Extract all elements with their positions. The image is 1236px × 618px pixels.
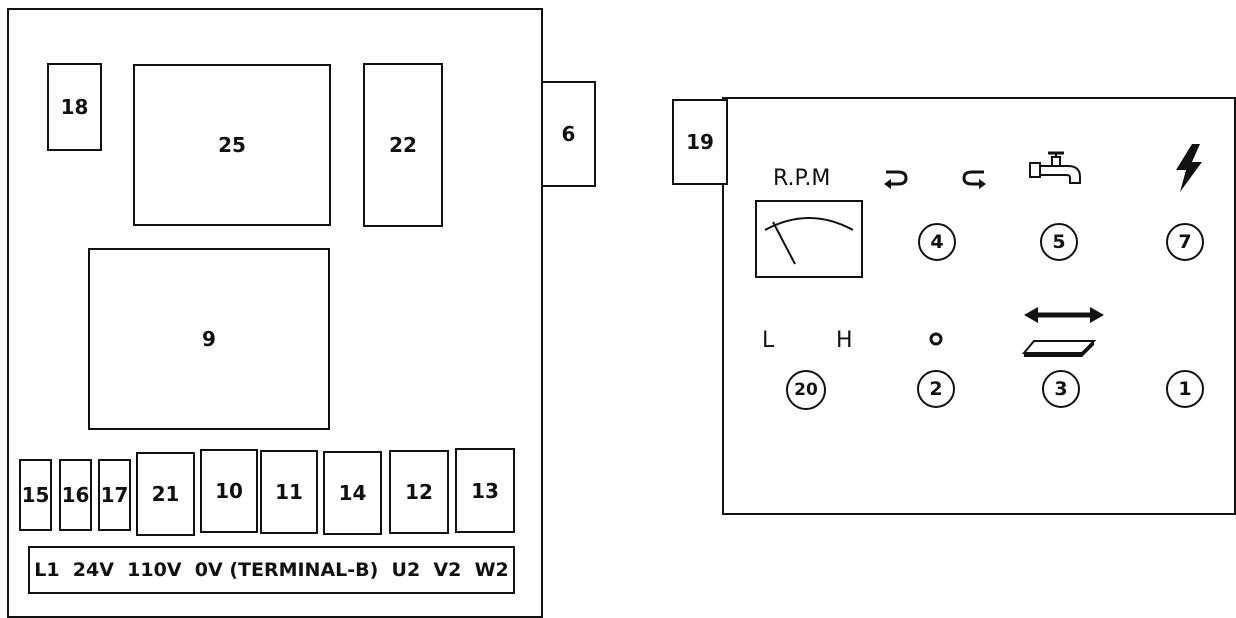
component-6: 6	[541, 81, 596, 187]
high-label: H	[836, 328, 853, 353]
component-13: 13	[455, 448, 515, 533]
component-22: 22	[363, 63, 443, 227]
table-feed-icon	[1021, 303, 1106, 359]
component-14: 14	[323, 451, 382, 535]
component-10: 10	[200, 449, 258, 533]
component-25: 25	[133, 64, 331, 226]
terminal-strip: L1 24V 110V 0V (TERMINAL-B) U2 V2 W2	[28, 546, 515, 594]
component-16: 16	[59, 459, 92, 531]
button-3[interactable]: 3	[1042, 370, 1080, 408]
button-1[interactable]: 1	[1166, 370, 1204, 408]
lightning-icon	[1172, 142, 1208, 194]
control-panel	[722, 97, 1236, 515]
rpm-label: R.P.M	[773, 166, 831, 191]
button-5[interactable]: 5	[1040, 223, 1078, 261]
component-21: 21	[136, 452, 195, 536]
coolant-tap-icon	[1028, 147, 1086, 191]
component-19: 19	[672, 99, 728, 185]
component-15: 15	[19, 459, 52, 531]
low-label: L	[762, 328, 775, 353]
rotation-arrows-icon	[880, 164, 992, 192]
stop-dot-icon	[927, 330, 945, 348]
button-7[interactable]: 7	[1166, 223, 1204, 261]
component-18: 18	[47, 63, 102, 151]
button-2[interactable]: 2	[917, 370, 955, 408]
rpm-meter-icon	[755, 200, 863, 278]
button-4[interactable]: 4	[918, 223, 956, 261]
component-12: 12	[389, 450, 449, 534]
button-20[interactable]: 20	[786, 370, 826, 410]
component-9: 9	[88, 248, 330, 430]
component-11: 11	[260, 450, 318, 534]
component-17: 17	[98, 459, 131, 531]
